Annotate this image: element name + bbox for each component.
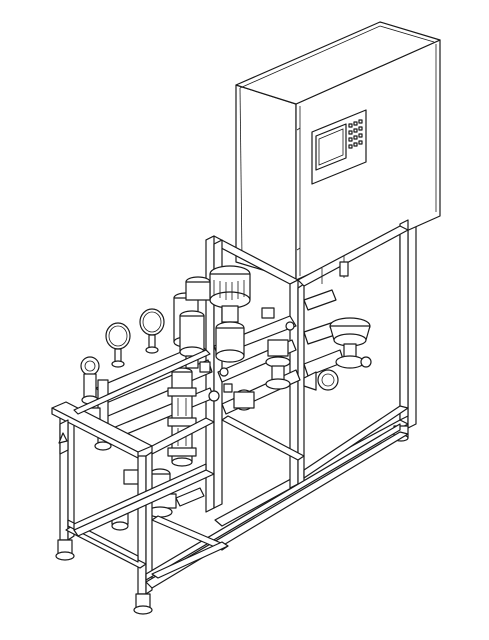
right-valve-assembly: [233, 317, 372, 411]
butterfly-valve-right: [303, 369, 339, 391]
pressure-gauge-right: [139, 308, 165, 354]
warning-label: [58, 419, 69, 455]
front-right-post: [137, 455, 147, 595]
cabinet-side-panel: [235, 84, 297, 281]
cabinet-top: [235, 21, 441, 105]
upper-frame: [205, 219, 409, 513]
foot-front-left: [55, 539, 75, 561]
warning-triangle-icon: [58, 432, 68, 444]
pump-motor: [209, 265, 251, 363]
hmi-screen: [315, 123, 347, 171]
hmi-panel: [311, 109, 367, 185]
pipe-fittings: [199, 307, 295, 402]
control-valve-right: [329, 317, 372, 369]
valve-mid-right: [265, 339, 291, 390]
front-base-frame: [51, 349, 409, 615]
foot-front-right: [133, 593, 153, 615]
valve-handwheel-left: [80, 356, 100, 376]
control-cabinet: [235, 21, 441, 281]
hmi-keypad: [348, 119, 363, 149]
pressure-gauge-left: [105, 322, 131, 368]
pump-motor-rear: [185, 276, 211, 301]
sight-glass-column: [167, 367, 197, 467]
valve-center: [233, 389, 255, 411]
pressure-gauges: [105, 308, 165, 368]
